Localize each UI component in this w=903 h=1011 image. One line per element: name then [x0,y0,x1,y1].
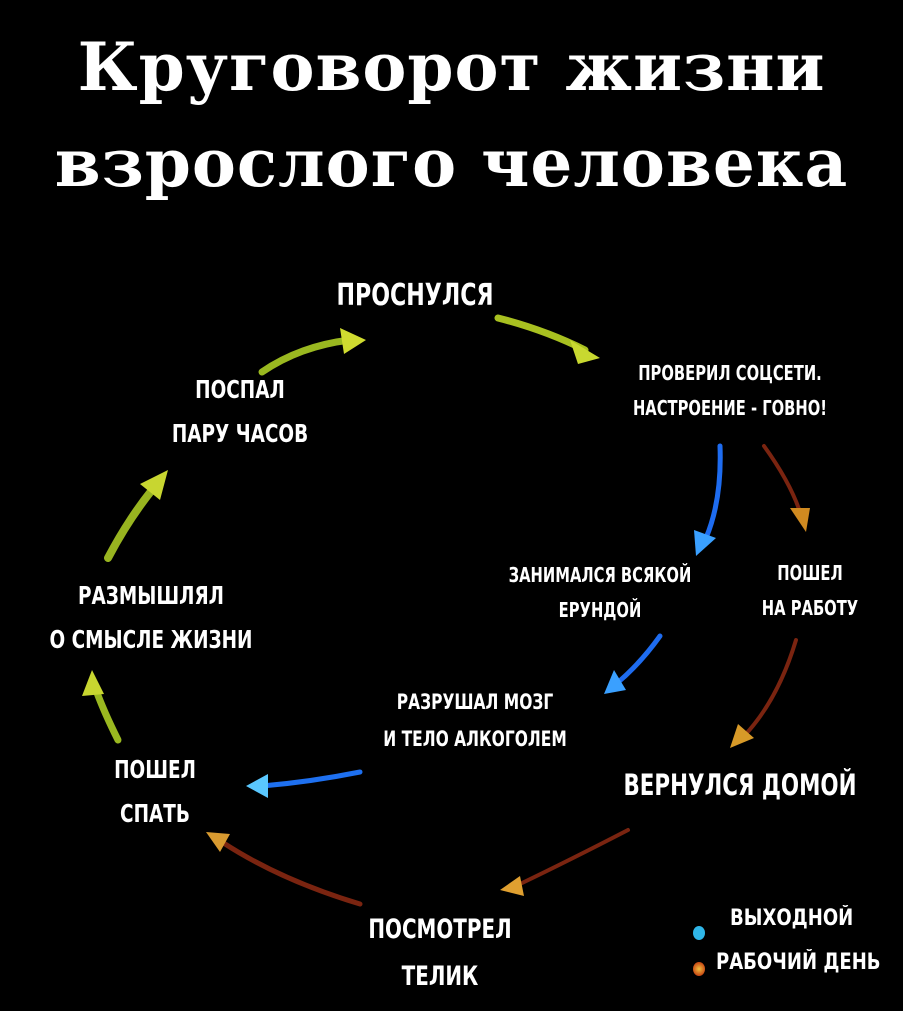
node-nonsense-line1: ЗАНИМАЛСЯ ВСЯКОЙ [508,563,692,587]
node-sleep-line2: СПАТЬ [120,798,190,828]
arrow-social-to-work [762,444,810,532]
node-checked-social: ПРОВЕРИЛ СОЦСЕТИ. НАСТРОЕНИЕ - ГОВНО! [615,356,845,426]
legend-workday-dot [693,962,705,976]
arrow-woke-to-social [494,314,600,364]
node-slept-line2: ПАРУ ЧАСОВ [171,418,309,448]
arrow-nonsense-to-brain [604,633,663,694]
node-brain-line1: РАЗРУШАЛ МОЗГ [396,690,554,714]
arrow-sleep-to-pondered [82,670,122,744]
arrow-home-to-tv [500,828,630,896]
node-work-line2: НА РАБОТУ [761,596,859,620]
arrow-pondered-to-slept [104,470,168,562]
arrow-work-to-home [730,638,798,748]
arrow-brain-to-sleep [246,769,363,798]
node-slept-few-hours: ПОСПАЛ ПАРУ ЧАСОВ [142,368,339,456]
node-destroyed-brain: РАЗРУШАЛ МОЗГ И ТЕЛО АЛКОГОЛЕМ [364,684,585,758]
legend-weekend-label: ВЫХОДНОЙ [730,906,854,931]
arrow-social-to-nonsense [694,443,723,556]
node-pondered-line2: О СМЫСЛЕ ЖИЗНИ [49,624,253,654]
node-work-line1: ПОШЕЛ [777,561,843,585]
node-returned-home: ВЕРНУЛСЯ ДОМОЙ [623,768,857,802]
arrow-tv-to-sleep [206,832,363,907]
node-checked-social-line1: ПРОВЕРИЛ СОЦСЕТИ. [638,361,822,385]
node-went-to-work: ПОШЕЛ НА РАБОТУ [744,556,875,626]
node-nonsense-line2: ЕРУНДОЙ [558,598,642,622]
node-tv-line2: ТЕЛИК [401,961,479,993]
node-woke-up: ПРОСНУЛСЯ [336,278,494,313]
node-slept-line1: ПОСПАЛ [195,375,285,404]
node-pondered: РАЗМЫШЛЯЛ О СМЫСЛЕ ЖИЗНИ [32,574,270,662]
title-line-1: Круговорот жизни [77,28,826,106]
arrow-slept-to-woke [258,328,366,376]
legend-workday-label: РАБОЧИЙ ДЕНЬ [716,950,881,975]
node-did-nonsense: ЗАНИМАЛСЯ ВСЯКОЙ ЕРУНДОЙ [493,558,706,628]
node-brain-line2: И ТЕЛО АЛКОГОЛЕМ [383,726,567,751]
node-tv-line1: ПОСМОТРЕЛ [368,914,512,945]
title-line-2: взрослого человека [54,124,849,202]
legend-weekend-dot [693,926,705,940]
node-went-to-sleep: ПОШЕЛ СПАТЬ [102,748,209,836]
node-watched-tv: ПОСМОТРЕЛ ТЕЛИК [350,906,530,1001]
node-pondered-line1: РАЗМЫШЛЯЛ [78,581,224,610]
node-sleep-line1: ПОШЕЛ [114,755,196,784]
node-checked-social-line2: НАСТРОЕНИЕ - ГОВНО! [632,396,828,420]
